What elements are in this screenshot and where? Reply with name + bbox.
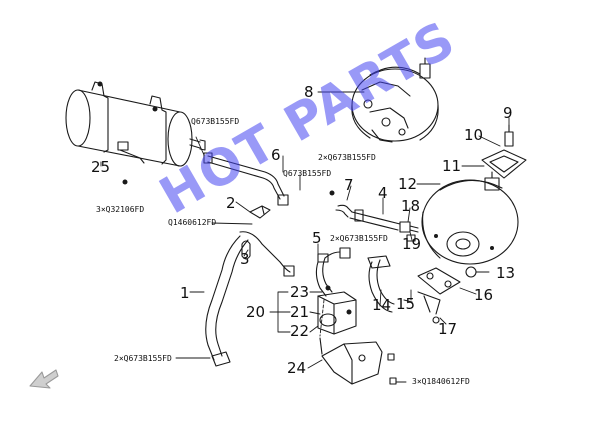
brake-booster-upper xyxy=(351,57,439,143)
nut-icon xyxy=(465,266,477,278)
part-code-2x-q0673-a: 2×Q673B155FD xyxy=(318,153,376,162)
callout-8: 8 xyxy=(304,83,314,101)
vacuum-hose-6 xyxy=(203,152,289,206)
callout-14: 14 xyxy=(372,296,392,314)
callout-21: 21 xyxy=(290,303,310,321)
callout-12: 12 xyxy=(398,175,418,193)
vacuum-hose-1 xyxy=(205,231,295,367)
callout-13: 13 xyxy=(496,264,516,282)
bolt-icon xyxy=(97,81,158,185)
callout-1: 1 xyxy=(180,284,190,302)
callout-3: 3 xyxy=(240,250,250,268)
hose-clip-2 xyxy=(249,205,271,219)
callout-17: 17 xyxy=(438,320,458,338)
navigation-arrow-icon xyxy=(29,369,59,389)
solenoid-valve xyxy=(317,285,357,335)
elbow-hose-7 xyxy=(329,190,353,218)
callout-24: 24 xyxy=(287,359,307,377)
mounting-bracket xyxy=(319,337,397,385)
brake-booster-lower xyxy=(421,171,519,265)
callout-10: 10 xyxy=(464,126,484,144)
part-code-q1460612: Q1460612FD xyxy=(168,218,217,227)
part-code-2x-q0673-b: 2×Q673B155FD xyxy=(330,234,388,243)
callout-25: 25 xyxy=(91,158,111,176)
vacuum-hose-4 xyxy=(349,209,401,231)
leader-lines xyxy=(100,91,510,383)
callout-2: 2 xyxy=(226,194,236,212)
vacuum-tank xyxy=(65,81,206,167)
callout-20: 20 xyxy=(246,303,266,321)
callout-5: 5 xyxy=(312,229,322,247)
callout-9: 9 xyxy=(503,104,513,122)
part-code-q0673-top: Q673B155FD xyxy=(191,117,240,126)
part-code-3x-q1840612: 3×Q1840612FD xyxy=(412,377,470,386)
vacuum-hose-14 xyxy=(367,255,395,313)
part-code-q0673-mid: Q673B155FD xyxy=(283,169,332,178)
callout-4: 4 xyxy=(378,184,388,202)
callout-22: 22 xyxy=(290,322,310,340)
callout-6: 6 xyxy=(271,146,281,164)
callout-11: 11 xyxy=(442,157,462,175)
callout-18: 18 xyxy=(401,197,421,215)
part-code-3x-q32106: 3×Q32106FD xyxy=(96,205,145,214)
valve-bracket xyxy=(403,267,461,324)
callout-19: 19 xyxy=(402,235,422,253)
callout-16: 16 xyxy=(474,286,494,304)
vacuum-hose-5 xyxy=(315,247,351,297)
part-code-2x-q0673-c: 2×Q673B155FD xyxy=(114,354,172,363)
callout-15: 15 xyxy=(396,295,416,313)
callout-7: 7 xyxy=(344,176,354,194)
callout-23: 23 xyxy=(290,283,310,301)
gasket-plate xyxy=(481,149,527,179)
hose-clip-3 xyxy=(241,240,251,260)
